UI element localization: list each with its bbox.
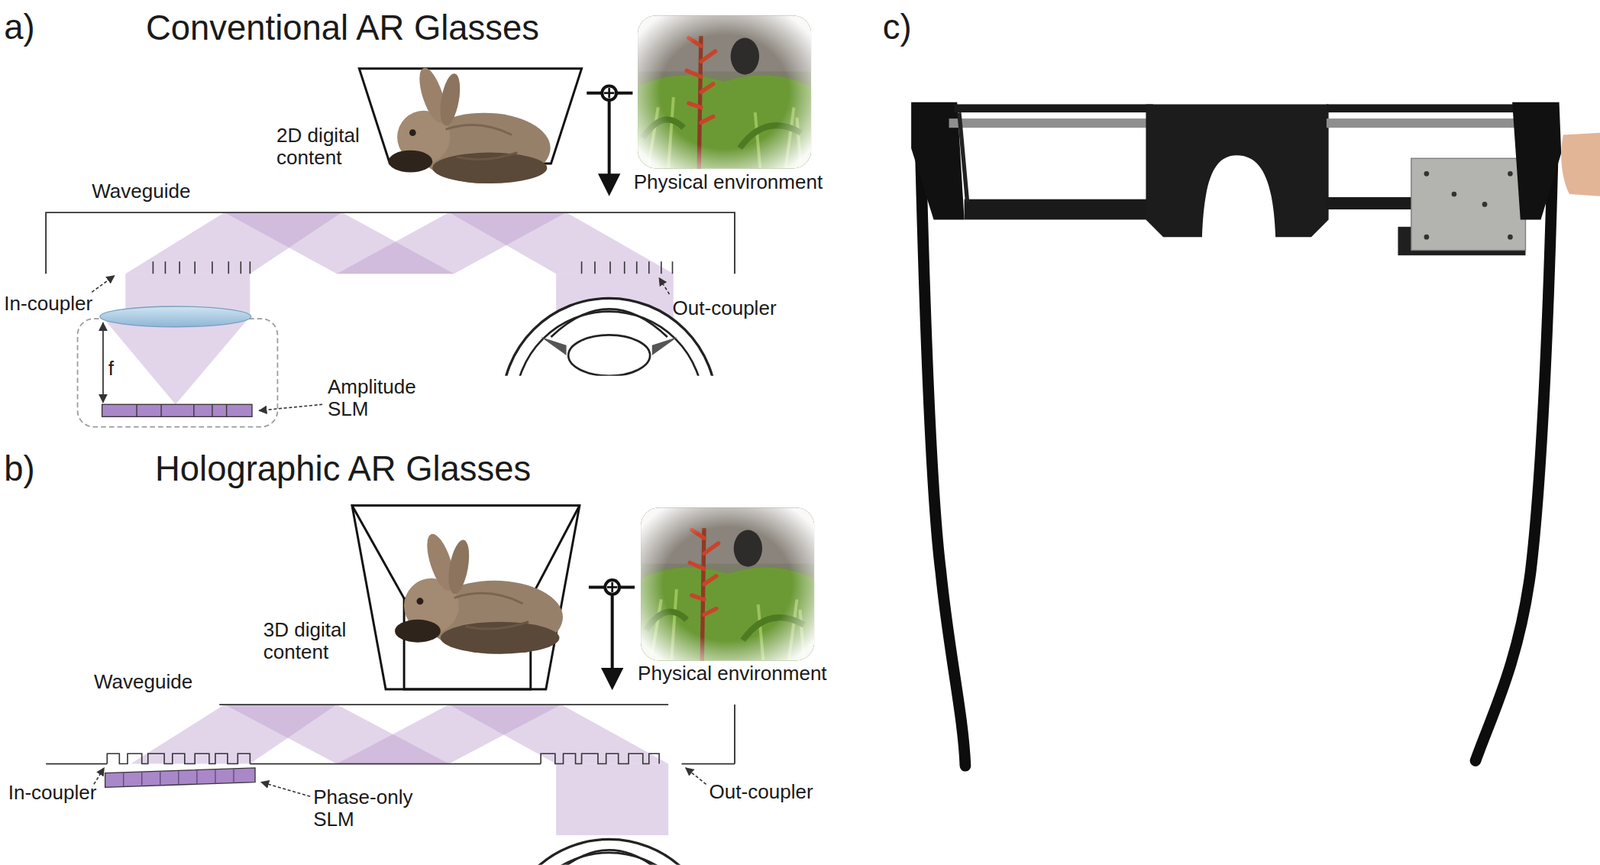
amplitude-slm (102, 404, 253, 417)
part-label: Out-coupler (709, 780, 814, 803)
part-label: In-coupler (3, 292, 93, 315)
grating (106, 753, 660, 763)
part-label: Waveguide (93, 670, 193, 693)
environment-label: Physical environment (633, 171, 824, 194)
environment-label: Physical environment (637, 662, 828, 685)
dimension-label: f (108, 357, 114, 380)
part-label: Out-coupler (672, 297, 776, 320)
dimension-arrow (102, 322, 104, 402)
combiner-symbol (588, 579, 635, 690)
part-label: In-coupler (8, 781, 97, 804)
panel-title: Holographic AR Glasses (155, 449, 531, 489)
projector-outline (77, 318, 278, 427)
content-label: 3D digital content (263, 618, 376, 663)
panel-letter: a) (3, 8, 35, 48)
part-label: Amplitude SLM (327, 375, 440, 421)
glasses-photo (911, 102, 1600, 766)
content-volume (352, 505, 580, 689)
part-label: Phase-only SLM (313, 785, 428, 831)
part-label: Waveguide (91, 180, 191, 203)
combiner-symbol (586, 85, 633, 196)
panel-b-figure (45, 505, 815, 865)
panel-letter: c) (882, 8, 912, 48)
grating (152, 261, 673, 274)
lens (100, 306, 252, 327)
panel-title: Conventional AR Glasses (145, 9, 540, 49)
eye (501, 838, 717, 864)
panel-letter: b) (3, 449, 35, 489)
content-label: 2D digital content (276, 124, 389, 169)
waveguide (45, 704, 735, 763)
waveguide (45, 212, 735, 274)
panel-a-figure (45, 15, 812, 513)
phase-slm (105, 767, 256, 787)
